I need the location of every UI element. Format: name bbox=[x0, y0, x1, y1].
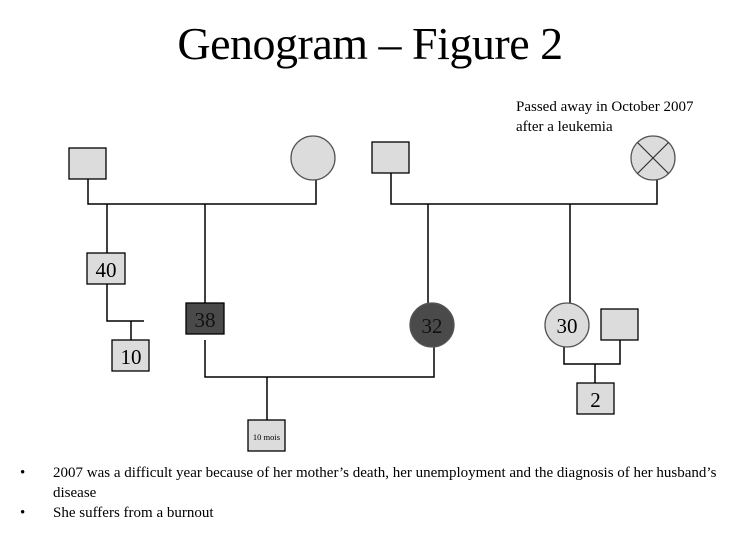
maternal-couple-line bbox=[390, 173, 658, 205]
patient-age: 32 bbox=[422, 314, 443, 338]
sister-couple-line bbox=[563, 340, 621, 365]
niece-nephew-square bbox=[576, 382, 615, 415]
husband-age: 38 bbox=[195, 308, 216, 332]
niece-nephew-age: 2 bbox=[590, 388, 601, 412]
sister-circle bbox=[544, 302, 590, 348]
paternal-grandfather-square bbox=[68, 147, 107, 180]
patient-circle bbox=[409, 302, 455, 348]
baby-age: 10 mois bbox=[253, 432, 280, 442]
sister-age: 30 bbox=[557, 314, 578, 338]
deceased-note: Passed away in October 2007 after a leuk… bbox=[516, 97, 693, 137]
patient-couple-line bbox=[204, 340, 435, 378]
uncle-age: 40 bbox=[96, 258, 117, 282]
notes-list-item: • 2007 was a difficult year because of h… bbox=[0, 463, 733, 503]
notes-list-item-text: She suffers from a burnout bbox=[53, 505, 214, 521]
deceased-note-line-2: after a leukemia bbox=[516, 119, 613, 135]
sister-spouse-square bbox=[600, 308, 639, 341]
notes-list-item: • She suffers from a burnout bbox=[0, 503, 733, 523]
uncle-square bbox=[86, 252, 126, 285]
paternal-couple-line bbox=[87, 179, 317, 205]
cousin-square bbox=[111, 339, 150, 372]
bullet-icon: • bbox=[20, 505, 26, 521]
maternal-grandmother-deceased bbox=[630, 135, 676, 181]
bullet-icon: • bbox=[20, 465, 26, 481]
deceased-note-line-1: Passed away in October 2007 bbox=[516, 99, 694, 115]
deceased-cross-icon-2 bbox=[637, 142, 669, 174]
relationship-lines bbox=[87, 173, 658, 420]
uncle-child-line bbox=[106, 284, 144, 322]
baby-square bbox=[247, 419, 286, 452]
cousin-age: 10 bbox=[121, 345, 142, 369]
page-title: Genogram – Figure 2 bbox=[177, 18, 563, 69]
notes-list: • 2007 was a difficult year because of h… bbox=[0, 463, 740, 523]
notes-list-item-text: 2007 was a difficult year because of her… bbox=[53, 465, 717, 501]
maternal-grandfather-square bbox=[371, 141, 410, 174]
paternal-grandmother-circle bbox=[290, 135, 336, 181]
husband-square bbox=[185, 302, 225, 335]
